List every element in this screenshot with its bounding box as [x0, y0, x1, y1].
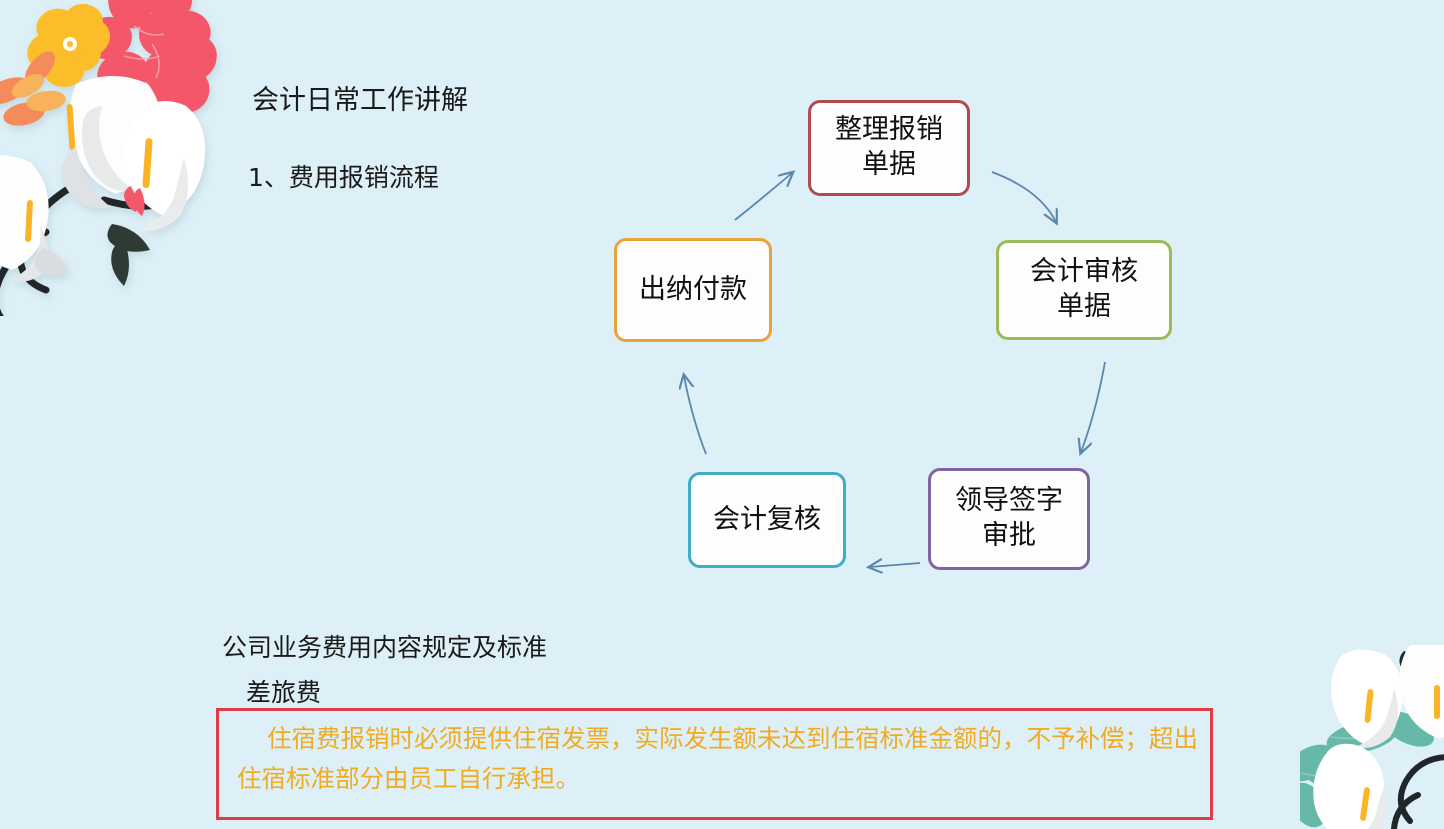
- section-subheading: 差旅费: [246, 678, 322, 707]
- flow-node-accountant-audit[interactable]: 会计审核 单据: [996, 240, 1172, 340]
- slide-title: 会计日常工作讲解: [252, 85, 468, 116]
- flow-node-collect-documents[interactable]: 整理报销 单据: [808, 100, 970, 196]
- arrow-payment-to-collect: [734, 173, 792, 221]
- flow-node-cashier-payment[interactable]: 出纳付款: [614, 238, 772, 342]
- rule-text: 住宿费报销时必须提供住宿发票，实际发生额未达到住宿标准金额的，不予补偿；超出住宿…: [237, 724, 1198, 794]
- section-heading: 公司业务费用内容规定及标准: [222, 633, 548, 662]
- slide-subtitle: 1、费用报销流程: [248, 163, 439, 192]
- arrow-collect-to-audit: [991, 171, 1056, 222]
- highlighted-rule-box: 住宿费报销时必须提供住宿发票，实际发生额未达到住宿标准金额的，不予补偿；超出住宿…: [216, 708, 1213, 820]
- arrow-recheck-to-payment: [684, 376, 707, 455]
- flow-node-leader-approval[interactable]: 领导签字 审批: [928, 468, 1090, 570]
- arrow-approve-to-recheck: [870, 563, 921, 567]
- arrow-audit-to-approve: [1081, 361, 1106, 452]
- flow-node-accountant-recheck[interactable]: 会计复核: [688, 472, 846, 568]
